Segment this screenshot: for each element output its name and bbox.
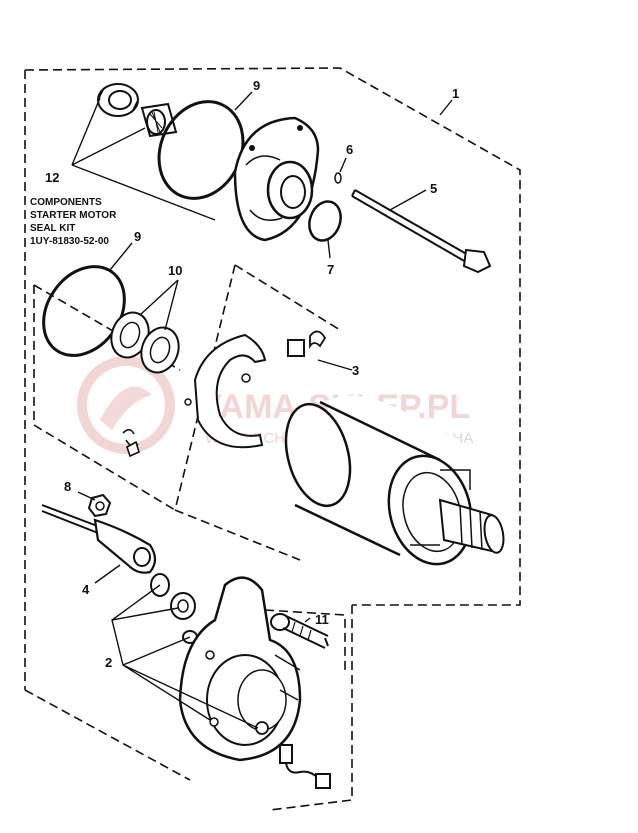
brush-plate	[184, 333, 267, 449]
brush-lower	[279, 744, 331, 789]
through-bolt	[351, 189, 492, 274]
o-ring-small	[308, 200, 342, 242]
needle-bearing	[140, 102, 178, 138]
seal-kit-caption: COMPONENTS STARTER MOTOR SEAL KIT 1UY-81…	[30, 197, 117, 247]
callout-8: 8	[64, 479, 71, 494]
callout-9-upper: 9	[253, 78, 260, 93]
callout-6: 6	[346, 142, 353, 157]
callout-3: 3	[352, 363, 359, 378]
brush-set	[122, 330, 327, 458]
rear-cover	[178, 576, 302, 762]
callout-12: 12	[45, 170, 59, 185]
mounting-screw	[270, 613, 329, 649]
callout-1: 1	[452, 86, 459, 101]
leader-lines	[71, 91, 453, 729]
thrust-washers	[110, 311, 180, 374]
callout-7: 7	[327, 262, 334, 277]
callout-5: 5	[430, 181, 437, 196]
watermark-logo	[77, 356, 175, 454]
kit-line-2: STARTER MOTOR	[30, 210, 117, 221]
armature-shaft	[438, 498, 505, 554]
callout-2: 2	[105, 655, 112, 670]
washer-small	[334, 172, 342, 184]
kit-line-3: SEAL KIT	[30, 223, 75, 234]
callout-10: 10	[168, 263, 182, 278]
front-cover	[233, 116, 320, 242]
callout-4: 4	[82, 582, 90, 597]
kit-part-number: 1UY-81830-52-00	[30, 236, 109, 247]
callout-9-lower: 9	[134, 229, 141, 244]
oil-seal	[97, 83, 139, 117]
kit-line-1: COMPONENTS	[30, 197, 102, 208]
callout-11: 11	[315, 612, 329, 627]
terminal-bolt	[41, 493, 157, 574]
motor-yoke	[284, 395, 473, 566]
